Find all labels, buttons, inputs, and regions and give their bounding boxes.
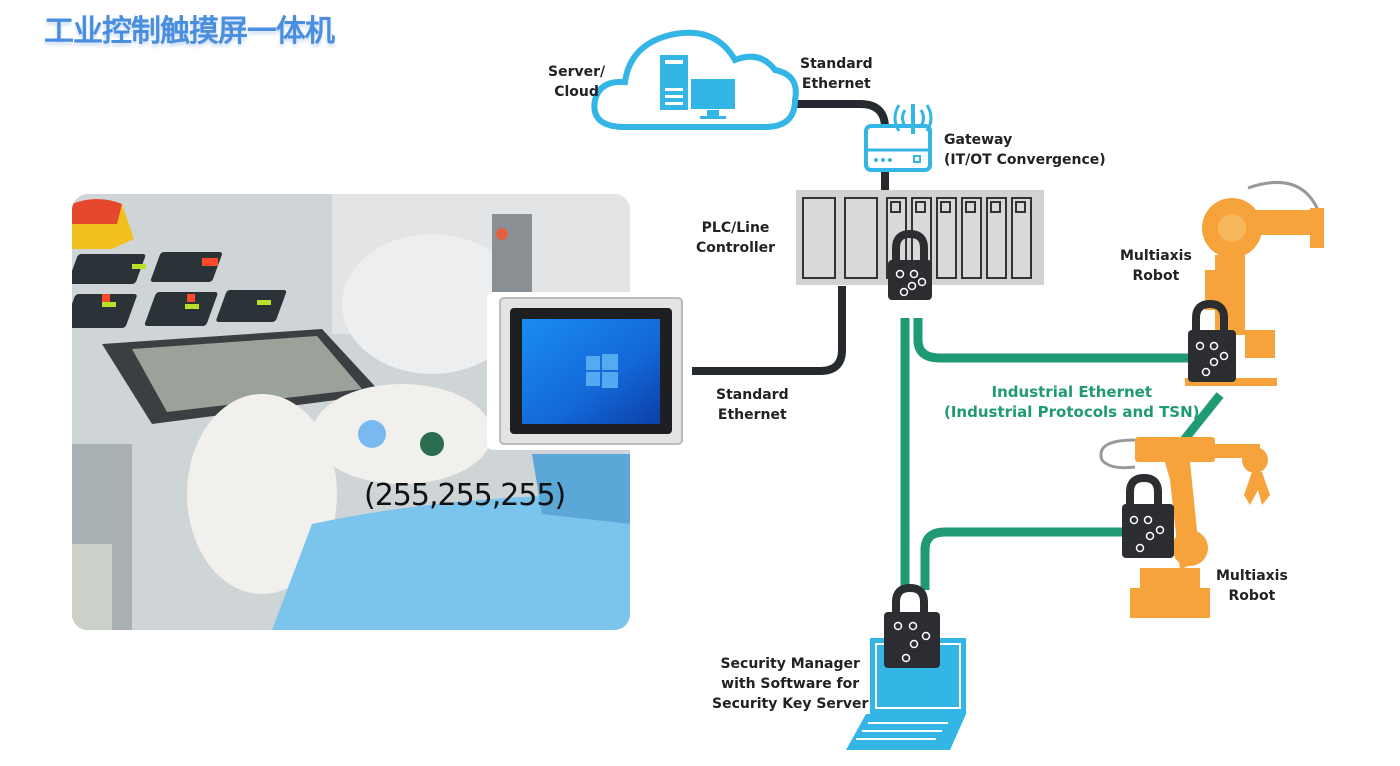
label-line: Ethernet	[801, 76, 871, 92]
label-line: Security Key Server	[712, 696, 869, 712]
label-line: Ethernet	[717, 407, 787, 423]
industrial-ethernet-robot-link	[1176, 392, 1224, 448]
overlay-rgb-text: (255,255,255)	[364, 478, 566, 513]
label-line: Robot	[1132, 268, 1180, 284]
label-line: Standard	[716, 387, 789, 403]
label-line: Gateway	[944, 132, 1013, 148]
windows-logo-icon	[586, 354, 618, 388]
standard-ethernet-cable-bottom	[692, 286, 846, 375]
industrial-ethernet-to-robot-top	[913, 318, 1190, 363]
label-line: PLC/Line	[701, 220, 770, 236]
multiaxis-robot-bottom-icon	[1099, 437, 1270, 618]
label-line: (Industrial Protocols and TSN)	[944, 403, 1200, 421]
label-line: Industrial Ethernet	[991, 383, 1153, 401]
lock-plc-icon	[888, 229, 932, 300]
lock-robot-bottom-icon	[1122, 473, 1174, 558]
gateway-router-icon	[864, 104, 933, 172]
panel-pc-icon	[487, 292, 683, 450]
label-multiaxis-robot-bottom: Multiaxis Robot	[1216, 566, 1288, 606]
label-industrial-ethernet: Industrial Ethernet (Industrial Protocol…	[944, 382, 1200, 422]
label-standard-ethernet-bottom: Standard Ethernet	[716, 385, 789, 425]
label-line: (IT/OT Convergence)	[944, 152, 1106, 168]
label-line: Security Manager	[720, 656, 860, 672]
label-line: Controller	[696, 240, 776, 256]
lock-security-manager-icon	[884, 583, 940, 668]
label-line: Server/	[548, 64, 606, 80]
label-line: Robot	[1228, 588, 1276, 604]
label-line: Standard	[800, 56, 873, 72]
label-server-cloud: Server/ Cloud	[548, 62, 605, 102]
label-plc-controller: PLC/Line Controller	[696, 218, 775, 258]
page-title: 工业控制触摸屏一体机	[44, 14, 335, 49]
lock-robot-top-icon	[1188, 299, 1236, 382]
label-line: Cloud	[554, 84, 599, 100]
label-line: Multiaxis	[1120, 248, 1192, 264]
label-line: with Software for	[721, 676, 860, 692]
label-line: Multiaxis	[1216, 568, 1288, 584]
label-standard-ethernet-top: Standard Ethernet	[800, 54, 873, 94]
label-multiaxis-robot-top: Multiaxis Robot	[1120, 246, 1192, 286]
label-gateway: Gateway (IT/OT Convergence)	[944, 130, 1106, 170]
industrial-ethernet-to-robot-bottom	[920, 527, 1125, 590]
cloud-server-icon	[591, 29, 799, 130]
label-security-manager: Security Manager with Software for Secur…	[712, 654, 868, 714]
